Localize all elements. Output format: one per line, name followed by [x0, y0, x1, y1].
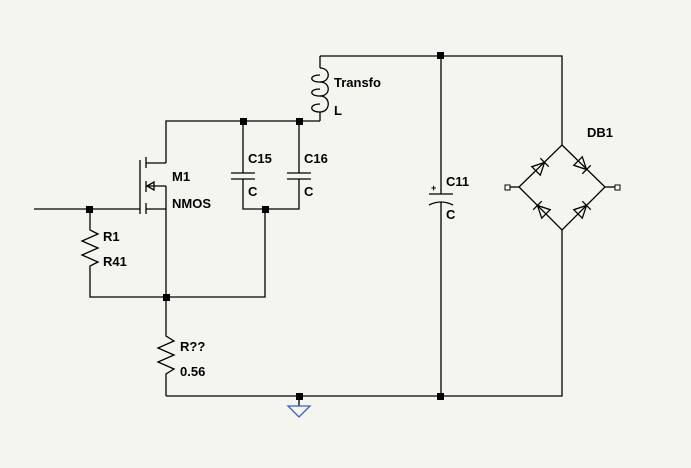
- junction-node: [86, 206, 93, 213]
- resistor-r1[interactable]: R1 R41: [80, 226, 127, 272]
- capacitor-c11[interactable]: + C11 C: [428, 174, 469, 222]
- c15-name-label: C15: [248, 151, 272, 166]
- m1-value-label: NMOS: [172, 196, 211, 211]
- bridge-rectifier-db1[interactable]: DB1: [504, 125, 621, 231]
- db1-ac-terminal-left[interactable]: [504, 184, 511, 191]
- transformer-inductor[interactable]: Transfo L: [311, 67, 381, 118]
- junction-node: [296, 118, 303, 125]
- mosfet-m1[interactable]: M1 NMOS: [139, 157, 211, 214]
- capacitor-c16[interactable]: C16 C: [287, 151, 328, 199]
- r1-name-label: R1: [103, 229, 120, 244]
- c15-value-label: C: [248, 184, 258, 199]
- junction-node: [296, 393, 303, 400]
- capacitor-c15[interactable]: C15 C: [231, 151, 272, 199]
- c16-value-label: C: [304, 184, 314, 199]
- transformer-name-label: Transfo: [334, 75, 381, 90]
- junction-node: [437, 393, 444, 400]
- r1-value-label: R41: [103, 254, 127, 269]
- c11-value-label: C: [446, 207, 456, 222]
- c11-name-label: C11: [446, 174, 469, 189]
- junction-node: [262, 206, 269, 213]
- junction-node: [437, 52, 444, 59]
- db1-ac-terminal-right[interactable]: [614, 184, 621, 191]
- m1-name-label: M1: [172, 169, 190, 184]
- resistor-rsense[interactable]: R?? 0.56: [156, 332, 205, 382]
- rsense-value-label: 0.56: [180, 364, 205, 379]
- c16-name-label: C16: [304, 151, 328, 166]
- ground-symbol: [286, 405, 312, 418]
- transformer-value-label: L: [334, 103, 342, 118]
- junction-nodes: [86, 52, 444, 400]
- db1-name-label: DB1: [587, 125, 613, 140]
- junction-node: [240, 118, 247, 125]
- c11-polarity-mark: +: [431, 183, 436, 193]
- junction-node: [163, 294, 170, 301]
- rsense-name-label: R??: [180, 339, 205, 354]
